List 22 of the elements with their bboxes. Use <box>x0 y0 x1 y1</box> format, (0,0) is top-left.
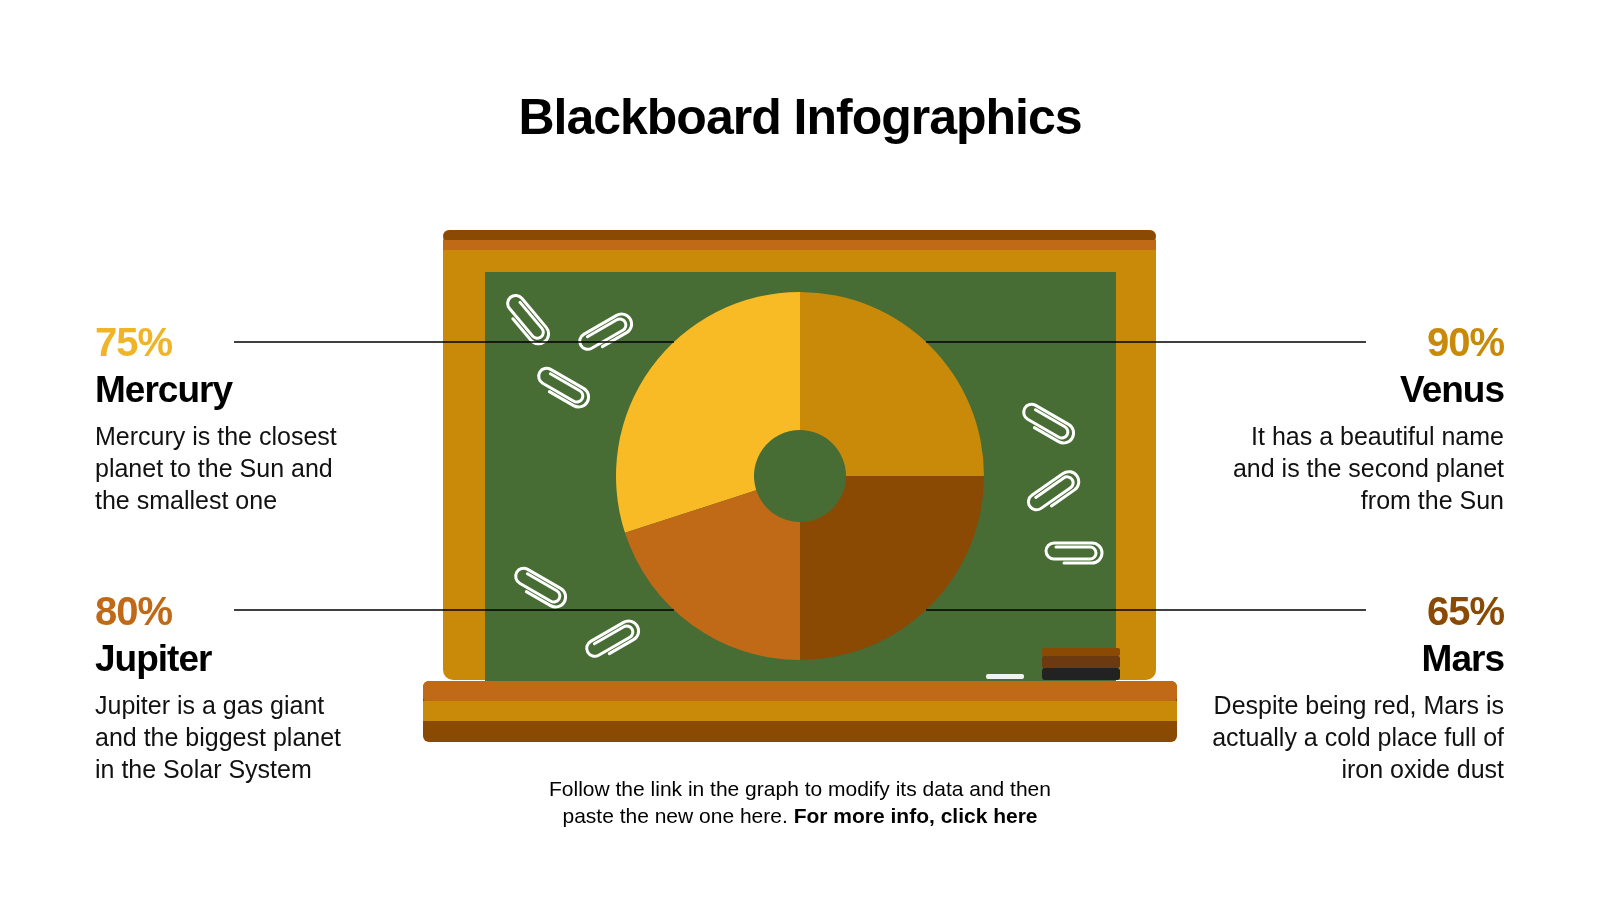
description: Mercury is the closest planet to the Sun and the smallest one <box>95 421 338 516</box>
percentage: 65% <box>1425 588 1504 635</box>
leader-line <box>925 609 1367 611</box>
leader-line <box>925 341 1367 343</box>
title: Blackboard Infographics <box>517 88 1083 146</box>
leader-line <box>233 341 675 343</box>
planet-name: Mars <box>1420 637 1504 681</box>
description: Jupiter is a gas giant and the biggest planet in the Solar System <box>95 690 343 785</box>
chart-slice <box>625 490 800 660</box>
chart-slice <box>616 292 800 533</box>
caption: Follow the link in the graph to modify its data and then paste the new one here. For more info, click here <box>548 776 1052 829</box>
planet-name: Mercury <box>95 368 234 412</box>
percentage: 75% <box>95 319 174 366</box>
chart-slice <box>800 292 984 476</box>
leader-line <box>233 609 675 611</box>
chart-slice <box>800 476 984 660</box>
planet-name: Venus <box>1399 368 1504 412</box>
planet-name: Jupiter <box>95 637 213 681</box>
description: Despite being red, Mars is actually a cold place full of iron oxide dust <box>1211 690 1504 785</box>
description: It has a beautiful name and is the second planet from the Sun <box>1231 421 1504 516</box>
percentage: 90% <box>1425 319 1504 366</box>
percentage: 80% <box>95 588 174 635</box>
